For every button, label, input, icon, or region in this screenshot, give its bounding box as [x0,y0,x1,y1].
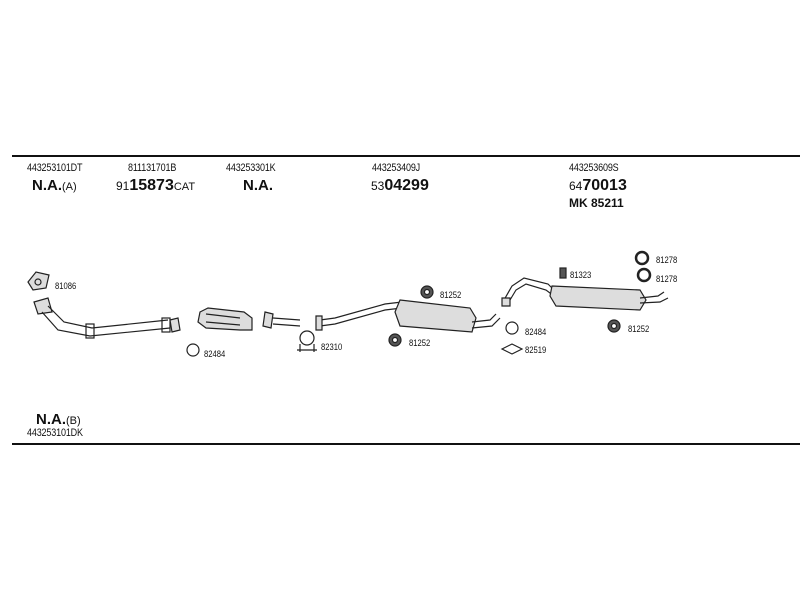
rubber-hanger-icon [420,285,434,299]
footer-status-suffix: (B) [66,415,81,427]
code-col2: 9115873CAT [116,178,195,194]
clamp-bolt-icon [559,267,567,279]
code-main: 15873 [129,177,174,194]
label-81252-rear: 81252 [628,324,650,334]
part-number-col2: 811131701B [128,162,177,174]
label-82310: 82310 [321,342,343,352]
code-col4: 5304299 [371,178,429,194]
code-suffix: CAT [173,181,196,193]
rubber-hanger-icon [607,319,621,333]
part-number-col5: 443253609S [569,162,619,174]
rubber-hanger-icon [388,333,402,347]
seal-ring-icon [505,321,519,335]
label-82484-right: 82484 [525,327,547,337]
code-main: 04299 [384,177,429,194]
footer-part-number: 443253101DK [27,427,83,439]
part-number-col4: 443253409J [372,162,421,174]
catalytic-converter-icon [197,307,253,331]
label-81086: 81086 [55,281,77,291]
code-prefix: 53 [371,179,385,193]
footer-status: N.A.(B) [36,412,81,428]
seal-ring-icon [186,343,200,357]
front-pipe-icon [33,297,181,339]
top-rule [12,155,800,157]
flange-pipe-icon [262,311,301,329]
part-number-col3: 443253301K [226,162,276,174]
label-81278-top: 81278 [656,255,678,265]
o-ring-icon [636,267,652,283]
middle-silencer-icon [315,299,501,333]
status-col3: N.A. [243,177,273,194]
gasket-icon [500,343,524,355]
label-81252-mid: 81252 [409,338,431,348]
footer-status-text: N.A. [36,411,66,428]
code-prefix: 64 [569,179,583,193]
code-col5: 6470013 [569,178,627,194]
o-ring-icon [634,250,650,266]
part-number-col1: 443253101DT [27,162,83,174]
status-suffix: (A) [62,181,77,193]
extra-code-col5: MK 85211 [569,196,624,210]
label-81278-bottom: 81278 [656,274,678,284]
code-prefix: 91 [116,179,130,193]
code-main: 70013 [582,177,627,194]
pipe-clamp-icon [297,330,317,352]
label-81252-top: 81252 [440,290,462,300]
rear-silencer-icon [501,277,669,311]
label-81323: 81323 [570,270,592,280]
label-82519: 82519 [525,345,547,355]
status-col1: N.A.(A) [32,178,77,194]
gasket-triangle-icon [27,271,50,291]
bottom-rule [12,443,800,445]
label-82484-left: 82484 [204,349,226,359]
status-text: N.A. [32,177,62,194]
